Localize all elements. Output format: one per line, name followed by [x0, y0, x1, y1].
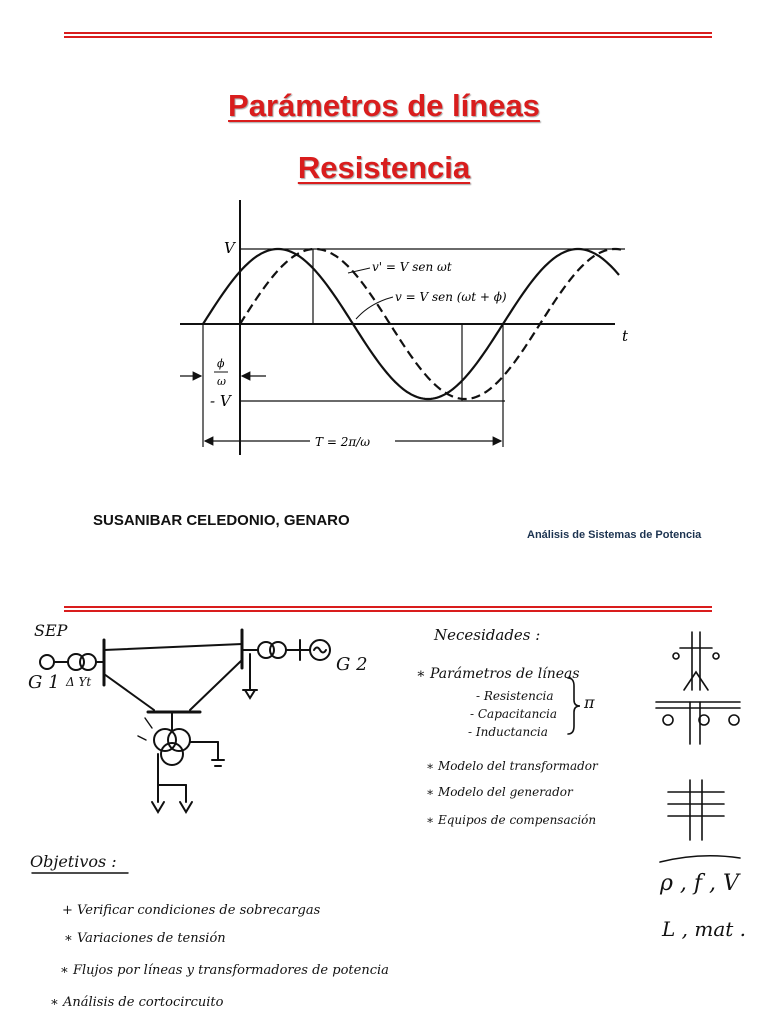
title-resistencia: Resistencia: [297, 150, 471, 185]
handwritten-notes: SEP G 1 Δ Yt G 2 Necesidades : ∗ Parámet…: [28, 621, 746, 1010]
need-line-3: - Capacitancia: [470, 707, 557, 721]
pi-mark: π: [583, 693, 595, 712]
label-phase-num: ϕ: [217, 357, 225, 370]
need-line-7: ∗ Equipos de compensación: [426, 813, 596, 827]
objectives-title: Objetivos :: [30, 852, 117, 871]
label-minus-v: - V: [210, 392, 233, 410]
curve-shift-label: v = V sen (ωt + ϕ): [395, 290, 507, 304]
sine-curve-shifted: [202, 247, 620, 401]
label-sep: SEP: [34, 621, 68, 640]
slide-2: SEP G 1 Δ Yt G 2 Necesidades : ∗ Parámet…: [0, 590, 768, 1024]
curve-ref-label: v' = V sen ωt: [372, 260, 452, 274]
label-phase-den: ω: [217, 375, 226, 388]
objective-3: ∗ Flujos por líneas y transformadores de…: [60, 963, 389, 978]
slide-1: Parámetros de líneas Resistencia V - V t…: [64, 32, 712, 541]
label-t: t: [622, 327, 629, 345]
objective-1: + Verificar condiciones de sobrecargas: [62, 903, 321, 918]
params-line-1: ρ , f , V: [659, 871, 741, 896]
label-period: T = 2π/ω: [315, 435, 370, 449]
label-g2: G 2: [336, 654, 368, 675]
author-name: SUSANIBAR CELEDONIO, GENARO: [93, 512, 350, 529]
title-parametros: Parámetros de líneas: [228, 88, 540, 123]
objective-4: ∗ Análisis de cortocircuito: [50, 995, 224, 1010]
sep-one-line-diagram: [39, 628, 331, 814]
course-name: Análisis de Sistemas de Potencia: [527, 529, 702, 541]
label-g1: G 1: [28, 672, 60, 693]
params-line-2: L , mat .: [661, 917, 746, 941]
sine-phase-figure: V - V t v' = V sen ωt v = V sen (ωt + ϕ)…: [180, 200, 629, 455]
brace: [567, 677, 581, 735]
objective-2: ∗ Variaciones de tensión: [64, 931, 226, 946]
sine-curve-reference: [239, 247, 625, 401]
label-v: V: [224, 239, 237, 257]
need-line-5: ∗ Modelo del transformador: [426, 759, 599, 773]
slide2-top-rule: [64, 606, 712, 612]
needs-title: Necesidades :: [433, 626, 540, 644]
tower-sketches: [655, 631, 741, 863]
need-line-6: ∗ Modelo del generador: [426, 785, 574, 799]
need-line-2: - Resistencia: [476, 689, 554, 703]
label-delta-y: Δ Yt: [65, 675, 91, 689]
need-line-1: ∗ Parámetros de líneas: [416, 666, 580, 682]
top-rule: [64, 32, 712, 38]
need-line-4: - Inductancia: [468, 725, 548, 739]
